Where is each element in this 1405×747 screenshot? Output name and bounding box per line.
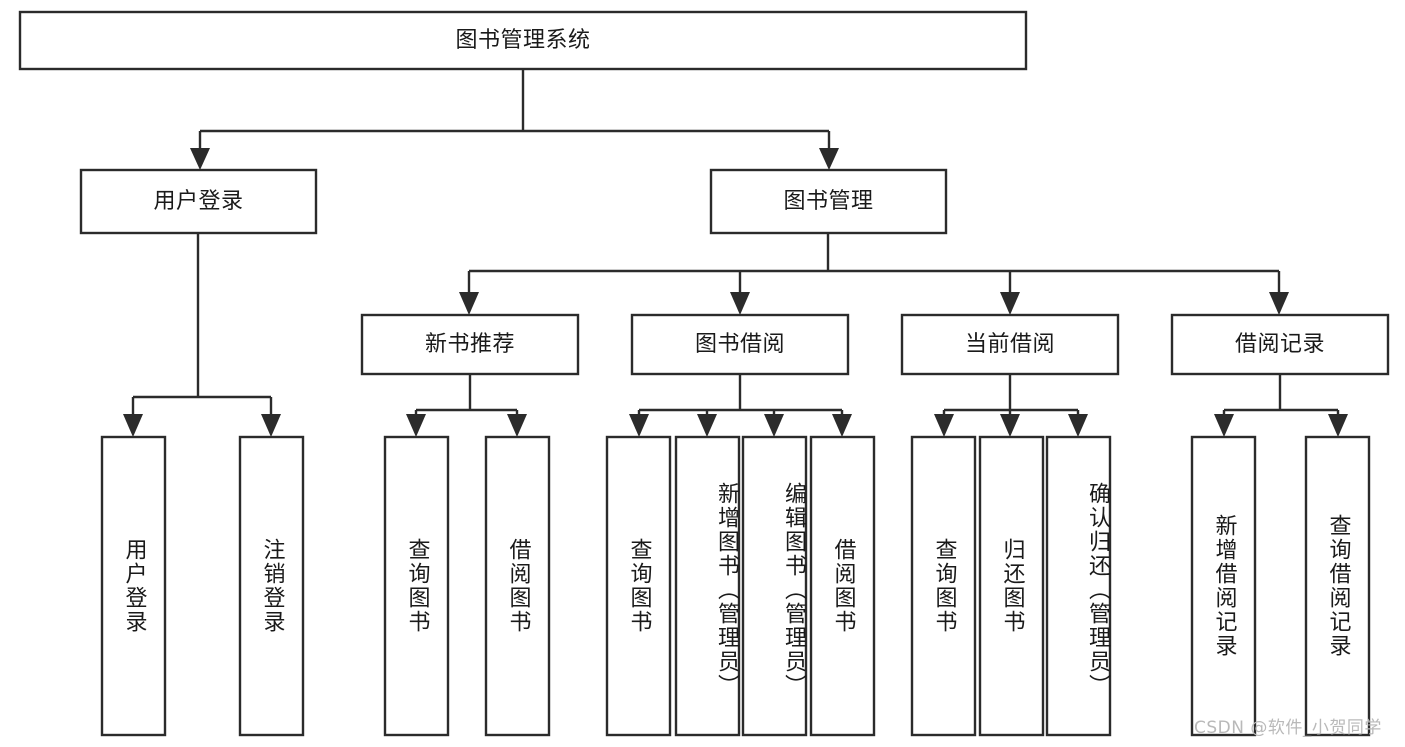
node-box-leaf-query-record[interactable]: [1304, 435, 1371, 737]
connector-current-borrow-to-leaves: [942, 374, 1080, 418]
arrow-head-to-leaf-borrow-book-1: [507, 414, 527, 437]
arrow-head-to-leaf-logout-login: [261, 414, 281, 437]
arrow-head-to-borrow-record: [1269, 292, 1289, 315]
connector-user-login-to-leaves: [131, 233, 273, 418]
node-box-leaf-query-book-3[interactable]: [910, 435, 977, 737]
node-box-leaf-return-book[interactable]: [978, 435, 1045, 737]
connector-new-book-recommend-to-leaves: [414, 374, 519, 418]
arrow-head-to-leaf-query-book-3: [934, 414, 954, 437]
connector-book-manage-to-level3: [467, 233, 1281, 296]
arrow-head-to-leaf-add-book: [697, 414, 717, 437]
connector-borrow-record-to-leaves: [1222, 374, 1340, 418]
arrow-head-to-leaf-return-book: [1000, 414, 1020, 437]
arrow-head-to-current-borrow: [1000, 292, 1020, 315]
node-box-leaf-query-book-2[interactable]: [605, 435, 672, 737]
arrow-head-to-user-login: [190, 148, 210, 170]
arrow-head-to-new-book-recommend: [459, 292, 479, 315]
node-box-borrow-record[interactable]: [1170, 313, 1390, 376]
node-box-user-login[interactable]: [79, 168, 318, 235]
node-box-leaf-edit-book[interactable]: [741, 435, 808, 737]
arrow-head-to-leaf-user-login: [123, 414, 143, 437]
arrow-head-to-leaf-edit-book: [764, 414, 784, 437]
node-box-leaf-confirm-return[interactable]: [1045, 435, 1112, 737]
node-box-leaf-borrow-book-1[interactable]: [484, 435, 551, 737]
node-box-book-borrow[interactable]: [630, 313, 850, 376]
arrow-head-to-leaf-confirm-return: [1068, 414, 1088, 437]
node-box-leaf-add-book[interactable]: [674, 435, 741, 737]
arrow-head-to-leaf-add-record: [1214, 414, 1234, 437]
node-box-root[interactable]: [18, 10, 1028, 71]
node-box-leaf-add-record[interactable]: [1190, 435, 1257, 737]
node-box-leaf-query-book-1[interactable]: [383, 435, 450, 737]
node-box-book-manage[interactable]: [709, 168, 948, 235]
node-box-leaf-user-login[interactable]: [100, 435, 167, 737]
arrow-head-to-leaf-borrow-book-2: [832, 414, 852, 437]
node-box-new-book-recommend[interactable]: [360, 313, 580, 376]
node-box-leaf-logout-login[interactable]: [238, 435, 305, 737]
arrow-head-to-book-borrow: [730, 292, 750, 315]
arrow-head-to-book-manage: [819, 148, 839, 170]
arrow-head-to-leaf-query-book-2: [629, 414, 649, 437]
arrow-head-to-leaf-query-record: [1328, 414, 1348, 437]
connector-book-borrow-to-leaves: [637, 374, 844, 418]
node-box-leaf-borrow-book-2[interactable]: [809, 435, 876, 737]
connector-root-to-level2: [198, 69, 831, 152]
node-box-current-borrow[interactable]: [900, 313, 1120, 376]
arrow-head-to-leaf-query-book-1: [406, 414, 426, 437]
